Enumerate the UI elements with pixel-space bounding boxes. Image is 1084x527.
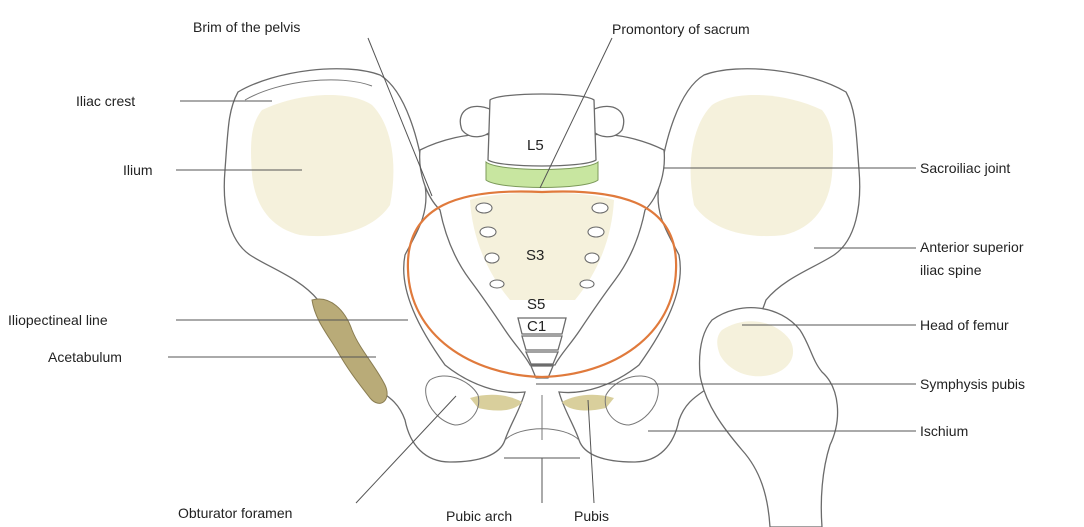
label-iliac-crest: Iliac crest xyxy=(76,93,135,109)
label-ischium: Ischium xyxy=(920,423,968,439)
vertebra-label-l5: L5 xyxy=(527,137,544,154)
label-acetabulum: Acetabulum xyxy=(48,349,122,365)
label-iliopectineal-line: Iliopectineal line xyxy=(8,312,108,328)
right-ilium-shading xyxy=(691,95,833,236)
label-brim-of-pelvis: Brim of the pelvis xyxy=(193,19,300,35)
vertebra-label-s3: S3 xyxy=(526,247,544,264)
label-obturator-foramen: Obturator foramen xyxy=(178,505,292,521)
label-pubis: Pubis xyxy=(574,508,609,524)
label-sacroiliac-joint: Sacroiliac joint xyxy=(920,160,1010,176)
label-symphysis-pubis: Symphysis pubis xyxy=(920,376,1025,392)
left-ilium-shading xyxy=(251,95,393,236)
label-head-of-femur: Head of femur xyxy=(920,317,1009,333)
l5-transverse-right xyxy=(592,106,624,136)
label-anterior-superior-iliac-spine-line2: iliac spine xyxy=(920,262,982,278)
label-anterior-superior-iliac-spine-line1: Anterior superior xyxy=(920,239,1024,255)
vertebra-label-c1: C1 xyxy=(527,318,546,335)
label-ilium: Ilium xyxy=(123,162,153,178)
vertebra-label-s5: S5 xyxy=(527,296,545,313)
label-promontory-of-sacrum: Promontory of sacrum xyxy=(612,21,750,37)
label-pubic-arch: Pubic arch xyxy=(446,508,512,524)
l5-transverse-left xyxy=(460,106,492,136)
